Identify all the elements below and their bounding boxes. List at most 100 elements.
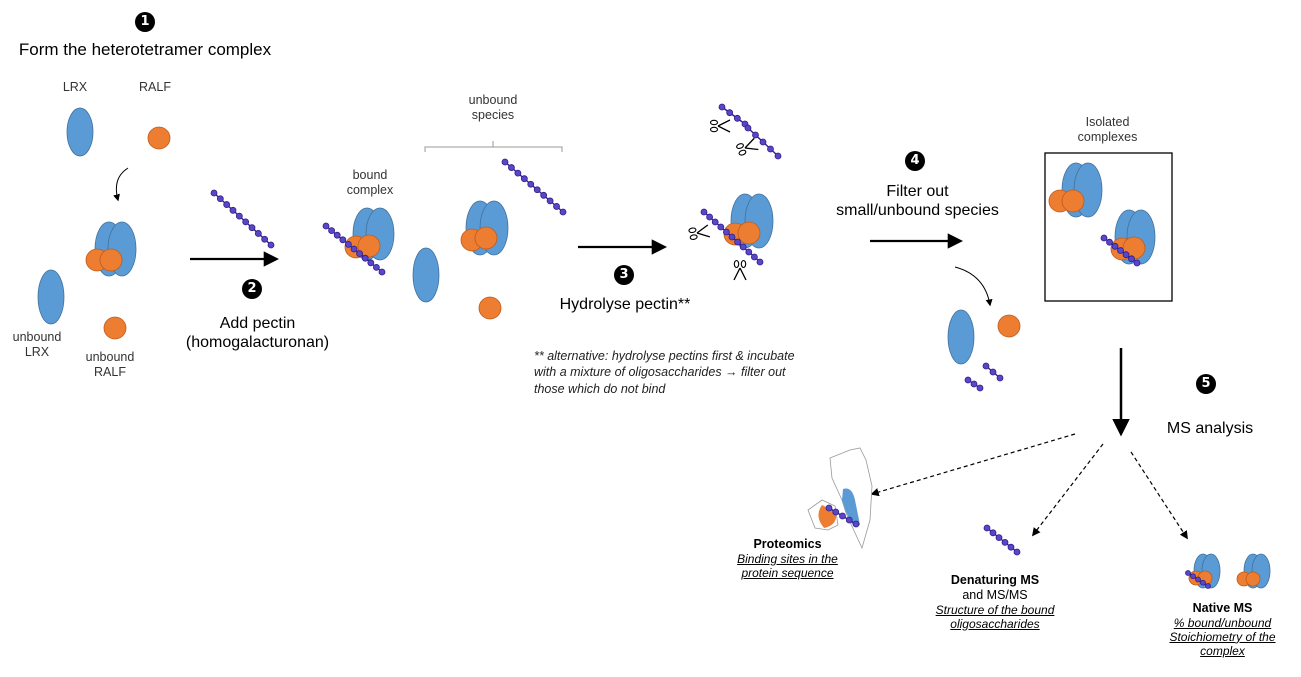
pectin-bead — [996, 374, 1004, 382]
curved-arrow-filter — [954, 266, 993, 307]
dashed-arrow-native — [1130, 451, 1188, 540]
pectin-bead — [350, 245, 358, 253]
denaturing-ms-desc-line1: Structure of the bound — [935, 602, 1055, 617]
pectin-bead — [759, 138, 767, 146]
denaturing-ms-title: Denaturing MS — [950, 573, 1040, 587]
pectin-bead — [1013, 548, 1021, 556]
denaturing-oligosaccharide — [983, 524, 1021, 556]
unbound-ralf-label-line2: RALF — [94, 364, 126, 379]
pectin-bead — [527, 180, 535, 188]
pectin-bead — [261, 235, 269, 243]
pectin-bead — [739, 243, 747, 251]
proteomics-title: Proteomics — [753, 537, 822, 551]
pectin-bead — [1100, 234, 1108, 242]
proteomics-desc-line1: Binding sites in the — [737, 551, 838, 566]
isolated-complex-2 — [1100, 209, 1156, 267]
pectin-bead — [372, 263, 380, 271]
pectin-bead — [983, 524, 991, 532]
pectin-bead — [356, 250, 364, 258]
pectin-bead — [248, 224, 256, 232]
pectin-bead — [767, 145, 774, 153]
unbound-species-bracket — [424, 141, 563, 152]
pectin-bead — [717, 223, 725, 231]
pectin-fragment — [744, 124, 782, 160]
step-1-label: Form the heterotetramer complex — [18, 40, 272, 59]
pectin-bead — [339, 236, 347, 244]
pectin-bead — [751, 253, 758, 261]
pectin-bead — [700, 208, 708, 216]
pectin-bead — [540, 191, 548, 199]
pectin-bead — [1205, 583, 1211, 589]
pectin-bead — [1007, 543, 1015, 551]
unbound-lrx-label: unbound LRX — [12, 330, 62, 360]
step-5-label: MS analysis — [1166, 420, 1254, 437]
pectin-bead — [756, 258, 764, 266]
pectin-bead — [1200, 579, 1206, 586]
step-3-label: Hydrolyse pectin** — [559, 296, 691, 313]
pectin-bead — [734, 238, 741, 246]
pectin-bead — [1185, 570, 1191, 576]
step-number-3: 3 — [614, 265, 634, 285]
pectin-bead — [832, 508, 840, 516]
step-number-2: 2 — [242, 279, 262, 299]
pectin-bead — [774, 152, 782, 160]
scissors-icon — [688, 224, 711, 240]
isolated-complex-1 — [1048, 162, 1103, 218]
step-4-label-line1: Filter out — [886, 183, 949, 200]
pectin-bead — [514, 169, 522, 177]
pectin-bead — [216, 195, 224, 203]
ralf-peptide — [147, 126, 171, 150]
pectin-bead — [378, 268, 386, 276]
pectin-bead — [1128, 255, 1135, 263]
unbound-ralf-peptide — [103, 316, 127, 340]
lrx-label: LRX — [62, 80, 88, 94]
pectin-bead — [1190, 573, 1196, 580]
unbound-lrx-label-line1: unbound — [12, 330, 62, 344]
scissors-icon — [733, 259, 747, 281]
step-number-4: 4 — [905, 151, 925, 171]
heterotetramer-complex-2 — [460, 200, 509, 256]
curved-arrow — [113, 167, 129, 202]
pectin-bead — [1195, 576, 1201, 583]
bound-complex-label: bound complex — [340, 168, 400, 198]
pectin-bead — [989, 529, 997, 537]
pectin-bead — [223, 201, 231, 208]
small-oligosaccharide — [964, 376, 984, 392]
unbound-species-label: unbound species — [460, 93, 526, 123]
native-ms-illustration — [1185, 553, 1271, 589]
native-ms-desc-line2: Stoichiometry of the — [1169, 629, 1276, 644]
pectin-bead — [508, 164, 515, 171]
unbound-lrx-label-line2: LRX — [24, 344, 50, 359]
pectin-bead — [1117, 247, 1124, 254]
pectin-bead — [553, 203, 560, 210]
pectin-bead — [723, 228, 730, 236]
pectin-bead — [970, 380, 978, 388]
pectin-bead — [361, 254, 369, 262]
proteomics-desc-line2: protein sequence — [741, 565, 834, 580]
pectin-bead — [328, 227, 336, 235]
pectin-bead — [825, 504, 833, 512]
scissors-icon — [736, 137, 759, 156]
pectin-bead — [559, 208, 567, 216]
pectin-bead — [367, 259, 375, 267]
pectin-bead — [718, 103, 726, 111]
pectin-bead — [333, 231, 341, 239]
pectin-bead — [976, 384, 984, 392]
pectin-bead — [1106, 238, 1113, 246]
step-4-label-line2: small/unbound species — [836, 201, 999, 219]
pectin-bead — [229, 206, 237, 214]
alternative-note: ** alternative: hydrolyse pectins first … — [534, 348, 864, 397]
pectin-bead — [964, 376, 972, 384]
pectin-bead — [546, 197, 554, 205]
dashed-arrow-denaturing — [1031, 443, 1104, 537]
step-4-label: Filter out small/unbound species — [825, 183, 1010, 221]
native-ms-desc-line3: complex — [1200, 644, 1245, 659]
pectin-bead — [989, 368, 997, 376]
step-2-label-line1: Add pectin — [219, 315, 296, 332]
filtered-ralf-peptide — [997, 314, 1021, 338]
isolated-complexes-box — [1044, 152, 1173, 302]
alternative-note-line2: with a mixture of oligosaccharides → fil… — [534, 365, 786, 380]
denaturing-ms-block: Denaturing MS and MS/MS Structure of the… — [930, 573, 1060, 631]
hydrolysed-complex — [700, 193, 774, 266]
